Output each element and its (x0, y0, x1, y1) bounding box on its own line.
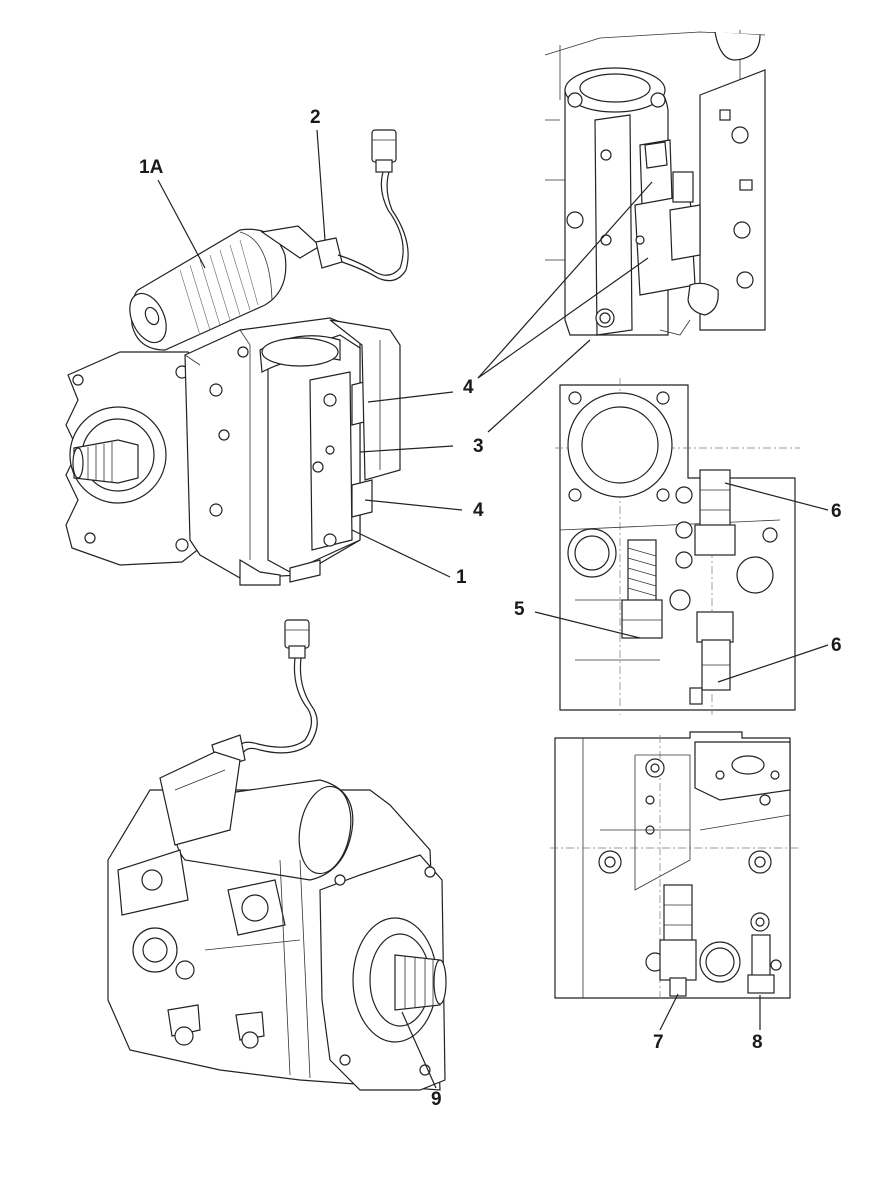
callout-4-top: 4 (463, 377, 474, 398)
callout-9: 9 (431, 1089, 442, 1110)
leader-4-detail-2 (477, 257, 649, 379)
callout-6-top: 6 (831, 501, 842, 522)
callout-6-bottom: 6 (831, 635, 842, 656)
callout-1a: 1A (139, 157, 164, 178)
leader-7 (659, 993, 679, 1031)
leader-4-detail (477, 181, 653, 379)
leader-4-top (367, 391, 454, 403)
leader-4-bottom (364, 499, 463, 511)
callout-7: 7 (653, 1032, 664, 1053)
leader-5 (534, 611, 641, 639)
callout-3: 3 (473, 436, 484, 457)
solenoid-cylinder-1a (129, 228, 287, 351)
leader-6-top (724, 482, 829, 511)
connector-2 (260, 129, 409, 282)
end-view-lower (550, 731, 800, 1000)
pump-view-front (65, 129, 409, 586)
callout-5: 5 (514, 599, 525, 620)
leader-1 (351, 529, 451, 578)
leader-2 (316, 129, 326, 241)
leader-6-bottom (717, 644, 829, 683)
leader-lines (157, 129, 829, 1089)
leader-3-detail (487, 339, 591, 433)
leader-3 (359, 445, 454, 453)
end-view-upper (555, 378, 800, 715)
leader-9 (401, 1011, 437, 1089)
callout-4-bottom: 4 (473, 500, 484, 521)
callout-2: 2 (310, 107, 321, 128)
leader-1a (157, 179, 206, 269)
detail-installed-view (544, 30, 766, 342)
callout-8: 8 (752, 1032, 763, 1053)
callout-1: 1 (456, 567, 467, 588)
pump-view-rear (107, 619, 447, 1091)
